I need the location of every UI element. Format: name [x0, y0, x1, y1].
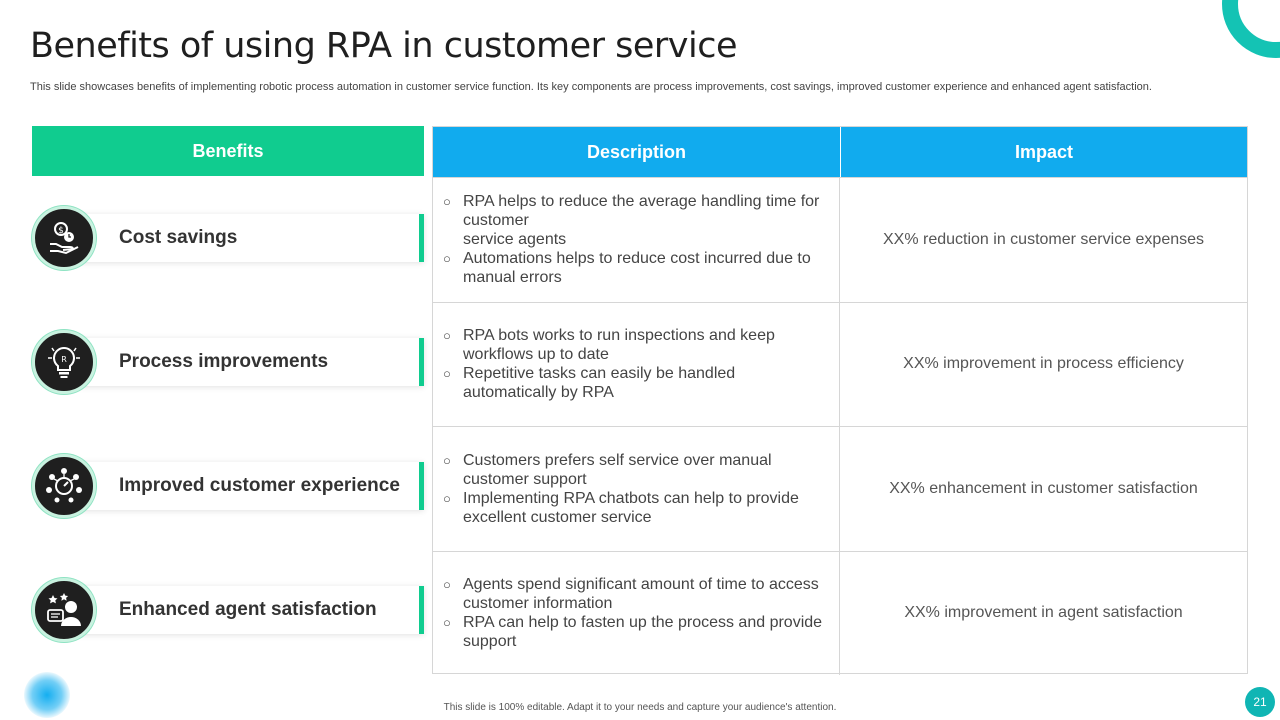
benefit-label: Cost savings — [119, 227, 238, 248]
table-row: ○ Agents spend significant amount of time… — [433, 550, 1247, 675]
bullet-item: ○ Implementing RPA chatbots can help to p… — [443, 489, 831, 527]
agent-rating-icon — [32, 578, 96, 642]
benefit-bar — [78, 462, 424, 510]
svg-text:$: $ — [58, 226, 64, 236]
bullet-marker: ○ — [443, 577, 451, 593]
impact-cell: XX% improvement in process efficiency — [903, 355, 1184, 373]
bullet-item: ○ Customers prefers self service over man… — [443, 451, 831, 489]
benefit-label: Enhanced agent satisfaction — [119, 599, 377, 620]
corner-ring-decoration — [1222, 0, 1280, 58]
bullet-marker: ○ — [443, 194, 451, 210]
impact-cell: XX% improvement in agent satisfaction — [904, 604, 1183, 622]
bullet-marker: ○ — [443, 328, 451, 344]
svg-text:R: R — [61, 355, 67, 364]
blur-dot-decoration — [24, 672, 70, 718]
description-cell: ○ RPA helps to reduce the average handlin… — [433, 178, 841, 302]
impact-cell: XX% enhancement in customer satisfaction — [889, 479, 1198, 497]
table-row: ○ RPA bots works to run inspections and k… — [433, 301, 1247, 426]
benefit-bar — [78, 214, 424, 262]
benefit-enhanced-agent-satisfaction: Enhanced agent satisfaction — [32, 578, 424, 642]
bullet-item: ○ RPA bots works to run inspections and k… — [443, 326, 831, 364]
benefit-process-improvements: Process improvements R — [32, 330, 424, 394]
bullet-text: Agents spend significant amount of time … — [463, 576, 819, 613]
benefit-label: Process improvements — [119, 351, 329, 372]
page-number-badge: 21 — [1245, 687, 1275, 717]
bullet-item: ○ Agents spend significant amount of time… — [443, 575, 831, 613]
bullet-marker: ○ — [443, 366, 451, 382]
bullet-marker: ○ — [443, 452, 451, 468]
slide-title: Benefits of using RPA in customer servic… — [30, 26, 738, 66]
slide-subtitle: This slide showcases benefits of impleme… — [30, 81, 1152, 93]
benefit-improved-customer-experience: Improved customer experience — [32, 454, 424, 518]
benefit-cost-savings: Cost savings $ — [32, 206, 424, 270]
benefit-label: Improved customer experience — [119, 475, 400, 496]
description-cell: ○ Agents spend significant amount of time… — [433, 551, 841, 675]
bullet-item: ○ Repetitive tasks can easily be handled … — [443, 364, 831, 402]
bullet-marker: ○ — [443, 615, 451, 631]
slide-footer: This slide is 100% editable. Adapt it to… — [443, 702, 837, 713]
bullet-marker: ○ — [443, 490, 451, 506]
table-row: ○ Customers prefers self service over man… — [433, 426, 1247, 551]
bullet-marker: ○ — [443, 251, 451, 267]
bullet-text: Implementing RPA chatbots can help to pr… — [463, 489, 799, 526]
bullet-item: ○ RPA can help to fasten up the process a… — [443, 613, 831, 651]
description-cell: ○ RPA bots works to run inspections and k… — [433, 302, 841, 426]
benefit-bar — [78, 338, 424, 386]
customer-network-icon — [32, 454, 96, 518]
benefits-column-header: Benefits — [32, 126, 424, 176]
table-row: ○ RPA helps to reduce the average handlin… — [433, 177, 1247, 302]
bullet-item: ○ RPA helps to reduce the average handlin… — [443, 192, 831, 249]
bullet-text: RPA bots works to run inspections and ke… — [463, 327, 775, 364]
benefit-bar — [78, 586, 424, 634]
bullet-text: Automations helps to reduce cost incurre… — [463, 250, 811, 287]
benefits-table: Description Impact ○ RPA helps to reduce … — [432, 126, 1248, 675]
impact-column-header: Impact — [840, 127, 1247, 177]
money-hand-icon: $ — [32, 206, 96, 270]
bullet-text: RPA can help to fasten up the process an… — [463, 614, 823, 651]
impact-cell: XX% reduction in customer service expens… — [882, 230, 1205, 248]
bullet-text: RPA helps to reduce the average handling… — [463, 193, 820, 249]
description-column-header: Description — [433, 127, 840, 177]
description-cell: ○ Customers prefers self service over man… — [433, 427, 841, 551]
bullet-item: ○ Automations helps to reduce cost incurr… — [443, 249, 831, 287]
table-header-row: Description Impact — [433, 127, 1247, 177]
lightbulb-icon: R — [32, 330, 96, 394]
bullet-text: Customers prefers self service over manu… — [463, 451, 772, 488]
bullet-text: Repetitive tasks can easily be handled a… — [463, 365, 736, 402]
